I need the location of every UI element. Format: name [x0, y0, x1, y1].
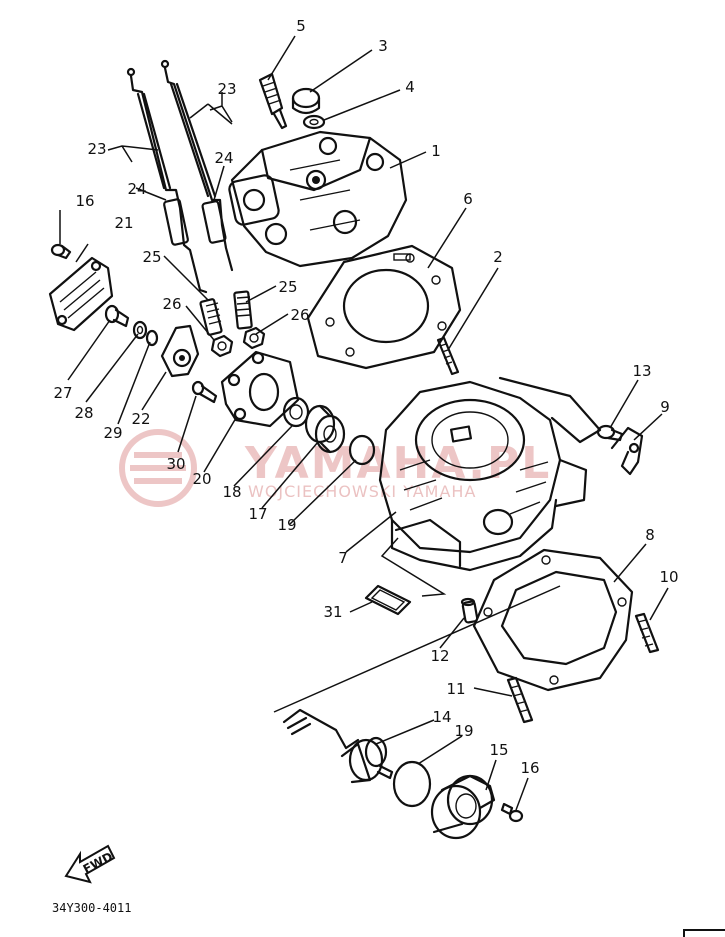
part-plate-31	[364, 584, 412, 616]
callout-10: 10	[659, 568, 678, 586]
part-shaft-14	[282, 708, 394, 784]
callout-4: 4	[405, 78, 415, 96]
part-housing-15	[430, 774, 496, 840]
callout-26-right: 26	[290, 306, 309, 324]
part-stud-11	[506, 676, 534, 724]
fwd-marker: FWD	[64, 844, 116, 884]
callouts: 1 2 3 4 5 6 7 8 9 10 11 12 13 14 15 16 1…	[53, 17, 678, 777]
fwd-arrow-icon	[64, 844, 116, 884]
part-bracket-9	[610, 426, 644, 476]
callout-2: 2	[493, 248, 503, 266]
part-bearing-18	[282, 396, 310, 428]
callout-18: 18	[222, 483, 241, 501]
part-o-ring-19b	[392, 760, 432, 808]
callout-3: 3	[378, 37, 388, 55]
callout-5: 5	[296, 17, 306, 35]
callout-22: 22	[131, 410, 150, 428]
callout-28: 28	[74, 404, 93, 422]
part-washer-28	[132, 320, 148, 340]
callout-31: 31	[323, 603, 342, 621]
callout-19-lower: 19	[454, 722, 473, 740]
callout-23-right: 23	[217, 80, 236, 98]
part-bolt-30	[191, 380, 218, 404]
callout-16-lower: 16	[520, 759, 539, 777]
callout-29: 29	[103, 424, 122, 442]
callout-21: 21	[114, 214, 133, 232]
callout-30: 30	[166, 455, 185, 473]
part-stud-10	[634, 612, 660, 654]
part-bolt-13	[596, 424, 624, 442]
callout-17: 17	[248, 505, 267, 523]
part-cap	[291, 87, 321, 115]
part-cable-right	[160, 59, 234, 272]
part-bolt-27	[104, 304, 130, 328]
part-o-ring-19a	[348, 434, 376, 466]
callout-25-left: 25	[142, 248, 161, 266]
callout-26-left: 26	[162, 295, 181, 313]
part-valve-cover	[48, 256, 114, 332]
callout-20: 20	[192, 470, 211, 488]
callout-19-upper: 19	[277, 516, 296, 534]
callout-13: 13	[632, 362, 651, 380]
part-locknut-left	[210, 334, 234, 358]
callout-1: 1	[431, 142, 441, 160]
callout-6: 6	[463, 190, 473, 208]
part-lever	[160, 324, 200, 378]
callout-15: 15	[489, 741, 508, 759]
part-locknut-right	[242, 326, 266, 350]
part-code: 34Y300-4011	[52, 901, 131, 915]
callout-23-left: 23	[87, 140, 106, 158]
callout-24-left: 24	[127, 180, 146, 198]
watermark: YAMAHA.PL WOJCIECHOWSKI YAMAHA	[119, 429, 551, 507]
watermark-subtitle: WOJCIECHOWSKI YAMAHA	[248, 482, 476, 501]
part-adjuster-left	[199, 298, 223, 336]
callout-9: 9	[660, 398, 670, 416]
callout-12: 12	[430, 647, 449, 665]
part-cable-left	[126, 67, 208, 294]
callout-25-right: 25	[278, 278, 297, 296]
part-head-gasket	[306, 244, 462, 370]
callout-11: 11	[446, 680, 465, 698]
part-washer	[302, 114, 326, 130]
part-valve-housing	[220, 350, 300, 428]
part-cylinder-head	[228, 130, 408, 268]
part-cylinder	[378, 376, 602, 572]
watermark-logo-icon	[119, 429, 197, 507]
callout-24-right: 24	[214, 149, 233, 167]
watermark-brand: YAMAHA.PL	[244, 438, 551, 489]
part-bolt-small	[50, 243, 72, 260]
part-stud-2	[436, 336, 460, 376]
part-base-gasket	[472, 548, 634, 692]
callout-16-top: 16	[75, 192, 94, 210]
callout-14: 14	[432, 708, 451, 726]
assembly-lines	[189, 103, 561, 713]
part-adjuster-right	[233, 290, 253, 330]
callout-7: 7	[338, 549, 348, 567]
part-dowel-12	[460, 597, 479, 624]
part-oil-seal-17	[304, 404, 346, 454]
part-bolt-16-lower	[500, 802, 524, 823]
part-spark-plug	[258, 72, 288, 130]
callout-8: 8	[645, 526, 655, 544]
leader-lines	[59, 35, 669, 811]
watermark-logo-lines-icon	[130, 452, 186, 484]
corner-bracket-icon	[683, 929, 725, 937]
part-washer-29	[145, 329, 159, 347]
callout-27: 27	[53, 384, 72, 402]
